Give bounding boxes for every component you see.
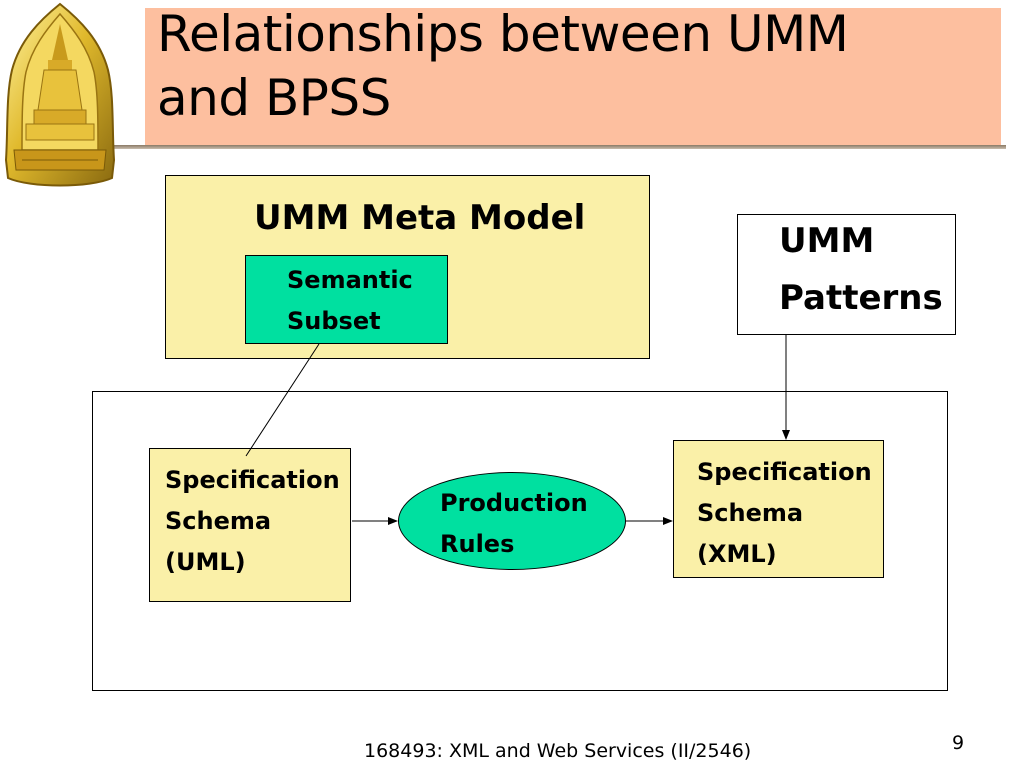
semantic-subset-line-1: Semantic: [287, 266, 413, 294]
production-rules-line-2: Rules: [440, 530, 515, 558]
page-number: 9: [952, 732, 965, 754]
title-bar: [145, 8, 1001, 145]
umm-meta-model-label: UMM Meta Model: [254, 198, 586, 238]
semantic-subset-line-2: Subset: [287, 307, 381, 335]
spec-schema-uml-label: Specification Schema (UML): [165, 460, 340, 583]
spec-uml-line-3: (UML): [165, 548, 246, 576]
spec-uml-line-1: Specification: [165, 466, 340, 494]
slide-title: Relationships between UMM and BPSS: [157, 2, 997, 130]
spec-xml-line-1: Specification: [697, 458, 872, 486]
umm-patterns-box: [737, 214, 956, 335]
spec-schema-xml-box: [673, 440, 884, 578]
slide-title-line-1: Relationships between UMM: [157, 5, 849, 63]
slide-title-line-2: and BPSS: [157, 69, 391, 127]
spec-xml-line-3: (XML): [697, 540, 777, 568]
footer-course-text: 168493: XML and Web Services (II/2546): [364, 740, 752, 762]
spec-uml-line-2: Schema: [165, 507, 272, 535]
spec-schema-xml-label: Specification Schema (XML): [697, 452, 872, 575]
production-rules-label: Production Rules: [440, 483, 588, 565]
umm-patterns-line-1: UMM: [779, 221, 875, 261]
umm-patterns-label: UMM Patterns: [779, 213, 943, 327]
spec-xml-line-2: Schema: [697, 499, 804, 527]
production-rules-ellipse: [398, 472, 626, 570]
production-rules-line-1: Production: [440, 489, 588, 517]
semantic-subset-label: Semantic Subset: [287, 260, 413, 342]
title-divider: [112, 145, 1006, 149]
semantic-subset-box: [245, 255, 448, 344]
umm-patterns-line-2: Patterns: [779, 278, 943, 318]
university-emblem-icon: [4, 2, 116, 187]
